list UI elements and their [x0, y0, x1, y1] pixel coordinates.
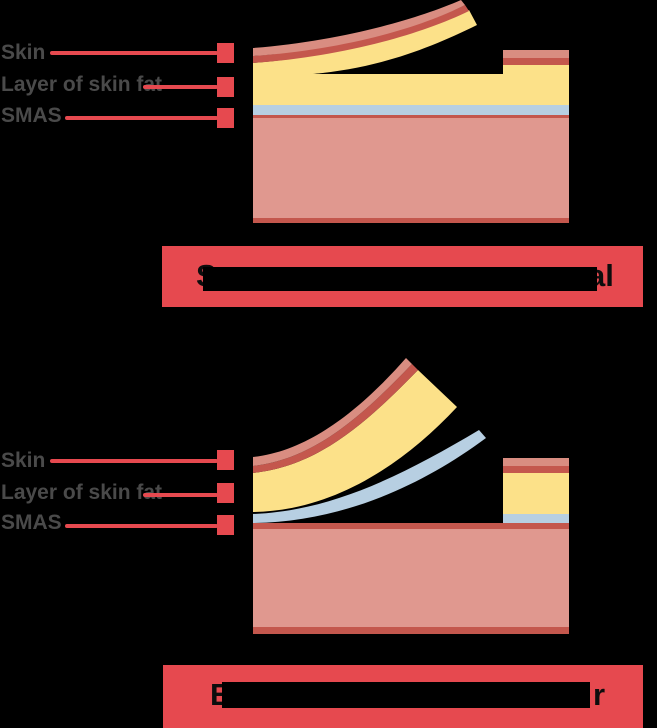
skin-lead-marker-1: [217, 43, 234, 63]
banner2-visible-end: r: [593, 677, 606, 712]
fat-lead-marker-2: [217, 483, 234, 503]
deep-tissue-top-edge-2: [253, 523, 569, 529]
flap-fat-layer: [253, 10, 477, 74]
fat-lead-line-2: [143, 493, 218, 497]
fat-lead-marker-1: [217, 77, 234, 97]
skin-lead-line-2: [50, 459, 218, 463]
caption-banner-1: S al: [162, 246, 643, 307]
banner2-redaction-bar: [222, 682, 590, 708]
label-fat-1: Layer of skin fat: [1, 73, 163, 96]
smas-lead-line-2: [65, 524, 218, 528]
flap-skin-layer-2: [253, 358, 412, 466]
flap-dermis-layer-2: [253, 364, 418, 473]
smas-lower-edge: [253, 115, 569, 118]
flap-dermis-layer: [253, 5, 469, 63]
fat-lead-line-1: [143, 85, 218, 89]
banner1-redaction-bar: [203, 267, 597, 291]
caption-banner-2: E r: [163, 665, 643, 728]
label-smas-2: SMAS: [1, 511, 62, 534]
right-piece-skin-dermis: [503, 58, 569, 65]
skin-lead-marker-2: [217, 450, 234, 470]
dissection-gap: [312, 0, 503, 74]
right-piece-skin: [503, 50, 569, 58]
right-piece-smas-2: [503, 514, 569, 523]
deep-tissue-block-2: [253, 529, 569, 627]
right-piece-skin-2: [503, 458, 569, 466]
smas-layer-band: [253, 105, 569, 115]
smas-lead-marker-2: [217, 515, 234, 535]
label-fat-2: Layer of skin fat: [1, 481, 163, 504]
flap-smas-layer-2: [253, 430, 486, 523]
flap-skin-layer: [253, 0, 465, 56]
skin-lead-line-1: [50, 51, 218, 55]
diagram-panel-1: [253, 0, 569, 223]
diagram-panel-2: [253, 358, 569, 634]
flap-fat-layer-2: [253, 370, 457, 512]
smas-lead-marker-1: [217, 108, 234, 128]
label-skin-1: Skin: [1, 41, 46, 64]
right-piece-fat-2: [503, 473, 569, 514]
deep-tissue-bottom-edge: [253, 218, 569, 223]
deep-tissue-block: [253, 118, 569, 218]
smas-lead-line-1: [65, 116, 218, 120]
label-skin-2: Skin: [1, 449, 46, 472]
right-piece-dermis-2: [503, 466, 569, 473]
deep-tissue-bottom-edge-2: [253, 627, 569, 634]
label-smas-1: SMAS: [1, 104, 62, 127]
